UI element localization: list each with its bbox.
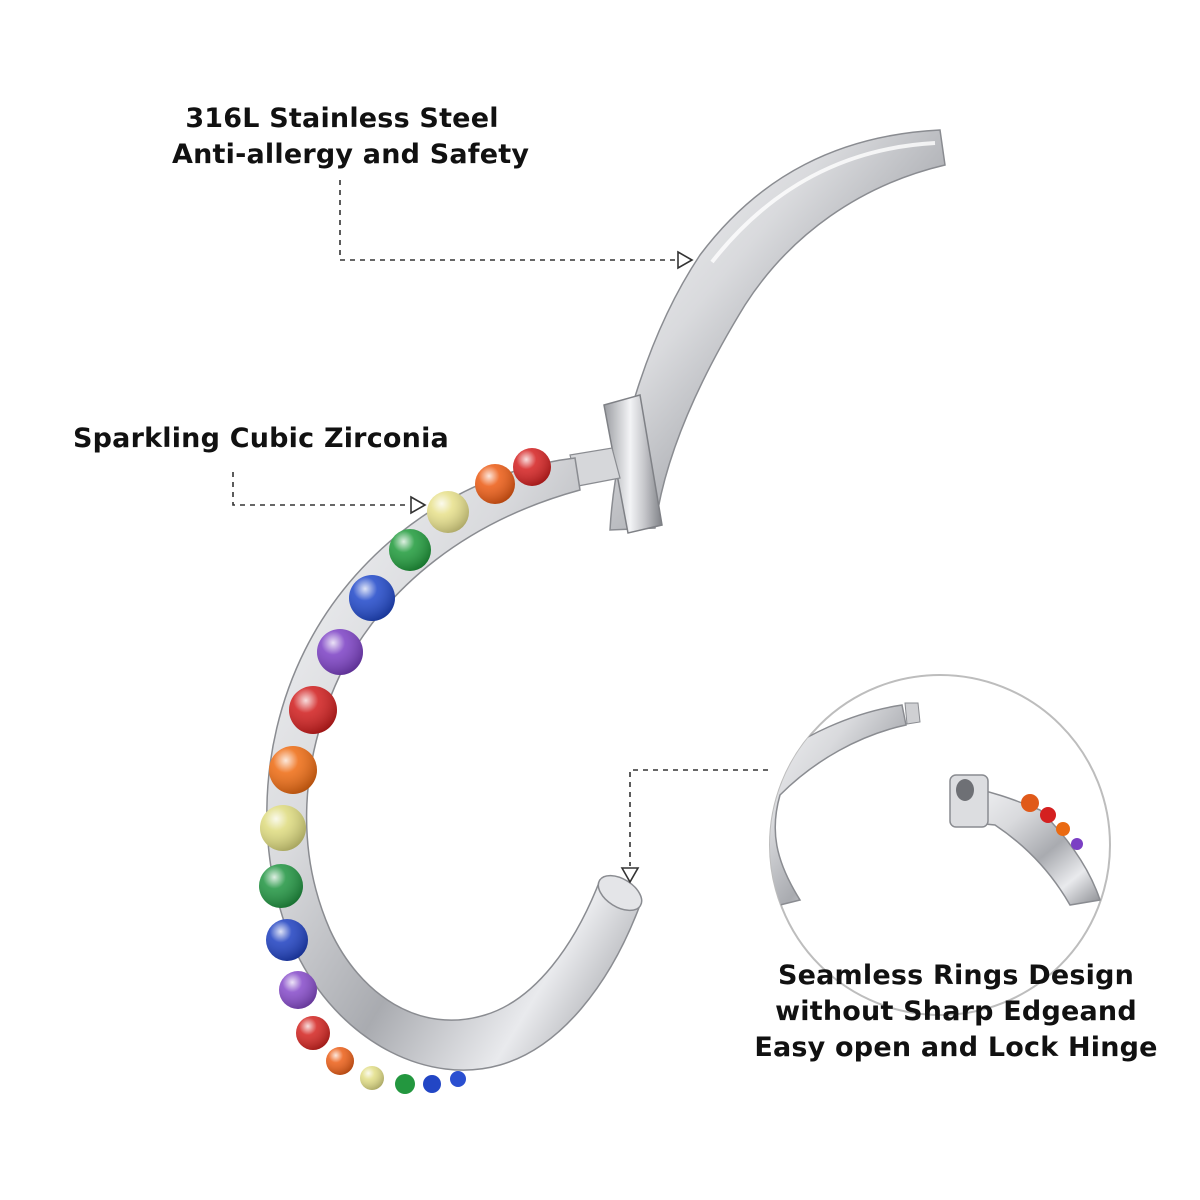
gem-green-3: [395, 1074, 415, 1094]
callout-steel: 316L Stainless Steel Anti-allergy and Sa…: [172, 101, 530, 173]
leader-zirconia: [232, 472, 410, 506]
callout-steel-line1: 316L Stainless Steel: [185, 103, 499, 134]
callout-zirconia-line1: Sparkling Cubic Zirconia: [73, 423, 449, 454]
gem-yellow-3: [360, 1066, 384, 1090]
gem-ring-band: [259, 448, 643, 1094]
gem-yellow-2: [260, 805, 306, 851]
arrowhead-icon: [677, 250, 694, 270]
gem-green-2: [259, 864, 303, 908]
callout-seamless-line2: without Sharp Edgeand: [775, 996, 1137, 1027]
leader-seamless: [629, 769, 768, 866]
gem-blue-1: [349, 575, 395, 621]
gem-red-1: [513, 448, 551, 486]
gem-orange-3: [326, 1047, 354, 1075]
gem-orange-1: [475, 464, 515, 504]
gem-blue-2: [266, 919, 308, 961]
callout-steel-line2: Anti-allergy and Safety: [172, 139, 530, 170]
gem-purple-2: [279, 971, 317, 1009]
arrowhead-icon: [620, 867, 640, 884]
gem-red-3: [296, 1016, 330, 1050]
gem-purple-1: [317, 629, 363, 675]
callout-zirconia: Sparkling Cubic Zirconia: [73, 421, 449, 457]
arrowhead-icon: [410, 495, 427, 515]
callout-seamless-line3: Easy open and Lock Hinge: [754, 1032, 1158, 1063]
callout-seamless-line1: Seamless Rings Design: [777, 960, 1135, 991]
gem-yellow-1: [427, 491, 469, 533]
gem-blue-4: [450, 1071, 466, 1087]
gem-blue-3: [423, 1075, 441, 1093]
gem-orange-2: [269, 746, 317, 794]
callout-seamless: Seamless Rings Design without Sharp Edge…: [746, 958, 1166, 1066]
gem-green-1: [389, 529, 431, 571]
steel-hinge-segment: [569, 129, 946, 534]
gem-red-2: [289, 686, 337, 734]
leader-steel: [339, 180, 676, 261]
